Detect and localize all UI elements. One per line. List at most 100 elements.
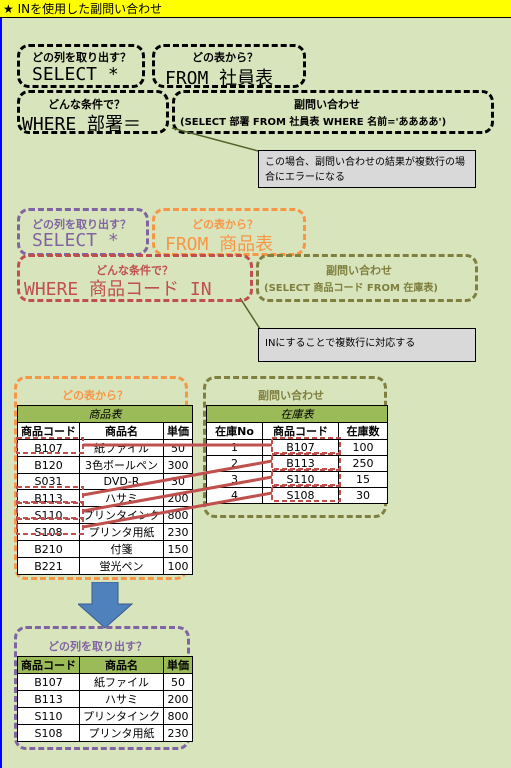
- result-header-cell: 商品コード: [17, 656, 80, 674]
- product-table-cell: S108: [17, 523, 80, 541]
- product-table-cell: 800: [163, 506, 193, 524]
- product-table-cell: S110: [17, 506, 80, 524]
- s1-note: この場合、副問い合わせの結果が複数行の場合にエラーになる: [258, 150, 476, 188]
- page-title: ★ INを使用した副問い合わせ: [0, 0, 511, 18]
- s1-select: SELECT *: [32, 64, 119, 85]
- s1-from: FROM 社員表: [165, 68, 274, 89]
- result-table-cell: 50: [163, 673, 193, 691]
- s2-sub-box: [256, 254, 478, 302]
- result-table-cell: B107: [17, 673, 80, 691]
- stock-table-cell: B113: [262, 455, 339, 472]
- product-table-cell: 150: [163, 540, 193, 558]
- stock-header-cell: 商品コード: [262, 422, 339, 440]
- product-table-cell: 200: [163, 489, 193, 507]
- s2-q-col: どの列を取り出す？: [32, 218, 131, 231]
- product-table-cell: B210: [17, 540, 80, 558]
- stock-table-cell: 100: [337, 439, 389, 456]
- result-table-cell: 紙ファイル: [79, 673, 164, 691]
- product-table-cell: 3色ボールペン: [79, 456, 164, 474]
- product-table-cell: 付箋: [79, 540, 164, 558]
- product-table-cell: 50: [163, 439, 193, 457]
- stock-header-cell: 在庫No: [205, 422, 264, 440]
- product-header-cell: 単価: [163, 422, 193, 440]
- product-table-cell: S031: [17, 473, 80, 490]
- s2-where: WHERE 商品コード IN: [24, 279, 212, 300]
- result-header-cell: 商品名: [79, 656, 164, 674]
- product-table-cell: プリンタインク: [79, 506, 164, 524]
- product-header-cell: 商品名: [79, 422, 164, 440]
- result-table-cell: 800: [163, 707, 193, 725]
- product-table-cell: ハサミ: [79, 489, 164, 507]
- result-table-cell: プリンタインク: [79, 707, 164, 725]
- result-table-cell: S110: [17, 707, 80, 725]
- product-header-cell: 商品コード: [17, 422, 80, 440]
- stock-table-cell: S108: [262, 487, 339, 504]
- s2-select: SELECT *: [32, 230, 119, 251]
- stock-table-cell: 30: [337, 487, 389, 504]
- s3-q-table: どの表から？: [62, 389, 128, 402]
- result-table-cell: B113: [17, 690, 80, 708]
- s2-subquery: (SELECT 商品コード FROM 在庫表): [264, 283, 438, 294]
- product-table-cell: 蛍光ペン: [79, 557, 164, 575]
- result-table-cell: S108: [17, 724, 80, 742]
- s2-from: FROM 商品表: [165, 234, 274, 255]
- s1-where: WHERE 部署＝: [22, 114, 142, 135]
- product-table-header: 商品コード 商品名 単価: [17, 422, 193, 440]
- product-table-caption: 商品表: [17, 405, 193, 423]
- stock-table-header: 在庫No 商品コード 在庫数: [205, 422, 389, 440]
- stock-table-cell: 4: [205, 487, 264, 504]
- s1-q-cond: どんな条件で？: [48, 98, 125, 111]
- s3-q-sub: 副問い合わせ: [258, 389, 324, 402]
- s1-select-box: [17, 44, 145, 88]
- s2-q-cond: どんな条件で？: [96, 264, 173, 277]
- product-table-cell: 100: [163, 557, 193, 575]
- s1-q-sub: 副問い合わせ: [294, 98, 360, 111]
- product-table-cell: B221: [17, 557, 80, 575]
- s1-subquery: (SELECT 部署 FROM 社員表 WHERE 名前='ああああ'): [180, 117, 447, 128]
- s1-from-box: [152, 44, 306, 88]
- product-table-cell: DVD-R: [79, 473, 164, 490]
- product-table-cell: 230: [163, 523, 193, 541]
- stock-table-cell: 2: [205, 455, 264, 472]
- product-table-cell: プリンタ用紙: [79, 523, 164, 541]
- s1-q-col: どの列を取り出す？: [32, 51, 131, 64]
- s2-q-table: どの表から？: [192, 218, 258, 231]
- stock-table-caption: 在庫表: [206, 405, 388, 423]
- product-table-cell: B120: [17, 456, 80, 474]
- stock-table-cell: 1: [205, 439, 264, 456]
- s1-q-table: どの表から？: [192, 51, 258, 64]
- s2-where-box: [17, 254, 253, 302]
- s3-q-col: どの列を取り出す？: [48, 640, 147, 653]
- product-table-cell: 30: [163, 473, 193, 490]
- result-table-cell: プリンタ用紙: [79, 724, 164, 742]
- product-table-cell: 紙ファイル: [79, 439, 164, 457]
- down-arrow-icon: [78, 582, 134, 629]
- stock-header-cell: 在庫数: [337, 422, 389, 440]
- product-table-cell: B113: [17, 489, 80, 507]
- product-table-cell: 300: [163, 456, 193, 474]
- s2-q-sub: 副問い合わせ: [326, 264, 392, 277]
- result-table-header: 商品コード 商品名 単価: [17, 656, 193, 674]
- stock-table-cell: B107: [262, 439, 339, 456]
- product-table-cell: B107: [17, 439, 80, 457]
- result-header-cell: 単価: [163, 656, 193, 674]
- stock-table-cell: 250: [337, 455, 389, 472]
